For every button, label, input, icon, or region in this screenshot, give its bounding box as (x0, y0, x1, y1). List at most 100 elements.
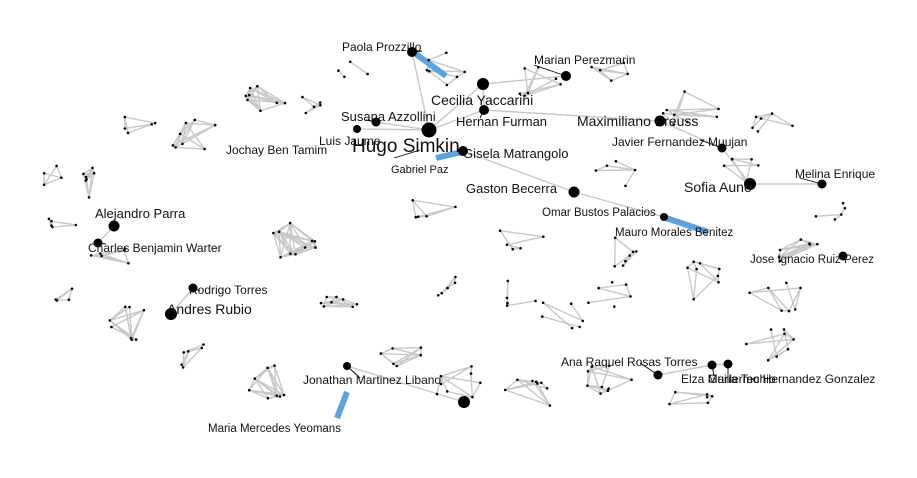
edge (249, 87, 262, 112)
author-node (715, 115, 719, 119)
label-alejandro: Alejandro Parra (95, 206, 186, 221)
edge (614, 237, 616, 267)
edge (588, 295, 631, 304)
author-node (337, 69, 340, 72)
author-node (99, 252, 102, 255)
author-node (379, 352, 383, 355)
edge (587, 370, 632, 381)
edge (524, 67, 561, 85)
node-andres (165, 308, 177, 320)
author-node (319, 301, 323, 305)
edge (100, 249, 125, 255)
major-author-nodes (93, 47, 848, 408)
author-node (343, 75, 346, 79)
edge (290, 246, 316, 255)
author-node (213, 123, 217, 127)
author-node (279, 255, 282, 259)
author-node (841, 201, 845, 205)
edge (591, 366, 602, 394)
author-node (314, 246, 317, 249)
author-node (50, 219, 53, 223)
author-node (129, 336, 133, 340)
author-node (683, 90, 686, 93)
edge (85, 167, 94, 178)
edge (599, 69, 612, 82)
author-node (273, 364, 276, 367)
author-node (411, 199, 415, 202)
author-node (540, 381, 543, 385)
edge (512, 247, 521, 250)
author-node (718, 267, 721, 271)
author-node (665, 108, 668, 112)
edge (779, 242, 810, 262)
author-node (351, 305, 355, 309)
node-javier (717, 143, 727, 153)
author-node (445, 51, 448, 55)
edge (249, 94, 286, 104)
author-node (463, 70, 467, 74)
edge (482, 75, 567, 85)
edge (273, 232, 313, 242)
author-node (134, 338, 138, 341)
author-node (519, 247, 522, 250)
author-node (751, 126, 754, 130)
author-node (392, 362, 395, 366)
author-node (275, 101, 279, 105)
author-node (672, 123, 676, 126)
edge (595, 165, 608, 172)
edge (587, 385, 601, 395)
edge (273, 365, 285, 396)
author-node (425, 215, 428, 218)
edge (662, 112, 675, 125)
author-node (123, 127, 127, 130)
edge (659, 120, 723, 149)
author-node (766, 358, 770, 362)
edge (426, 206, 456, 217)
author-node (843, 206, 847, 210)
edge (598, 283, 627, 289)
edge (499, 230, 514, 250)
author-node (453, 281, 457, 285)
edge (794, 287, 802, 310)
edge (779, 242, 810, 251)
author-node (710, 395, 714, 398)
edge (687, 267, 719, 283)
edge (767, 287, 783, 311)
edge (393, 346, 422, 365)
edge (256, 85, 286, 104)
edge (624, 169, 636, 187)
author-node (455, 75, 459, 79)
author-node (523, 94, 526, 98)
node-gisela (458, 146, 468, 156)
edge (336, 296, 354, 308)
edge-omar-mauro (665, 215, 709, 235)
node-jonathan (343, 362, 351, 370)
edge (412, 200, 417, 218)
author-node (248, 93, 251, 97)
author-node (635, 250, 638, 253)
author-node (153, 121, 157, 125)
edge (699, 262, 720, 283)
edge (428, 52, 447, 61)
author-node (833, 218, 837, 221)
edge (595, 169, 636, 172)
edge (111, 309, 145, 328)
author-node (559, 83, 562, 86)
edge (380, 347, 393, 355)
author-node (266, 396, 270, 400)
edge (542, 302, 573, 329)
node-susana (371, 117, 381, 127)
author-node (335, 295, 338, 299)
node-melina (817, 179, 827, 189)
edge (124, 123, 152, 130)
label-rodrigo: Rodrigo Torres (189, 283, 267, 297)
author-node (479, 381, 482, 385)
label-marian: Marian Perezmarin (534, 53, 635, 67)
author-node (60, 176, 63, 179)
author-node (182, 351, 185, 354)
author-node (427, 58, 431, 62)
edge (411, 51, 430, 131)
author-node (288, 221, 292, 225)
edge (615, 160, 636, 171)
edge (247, 99, 261, 112)
